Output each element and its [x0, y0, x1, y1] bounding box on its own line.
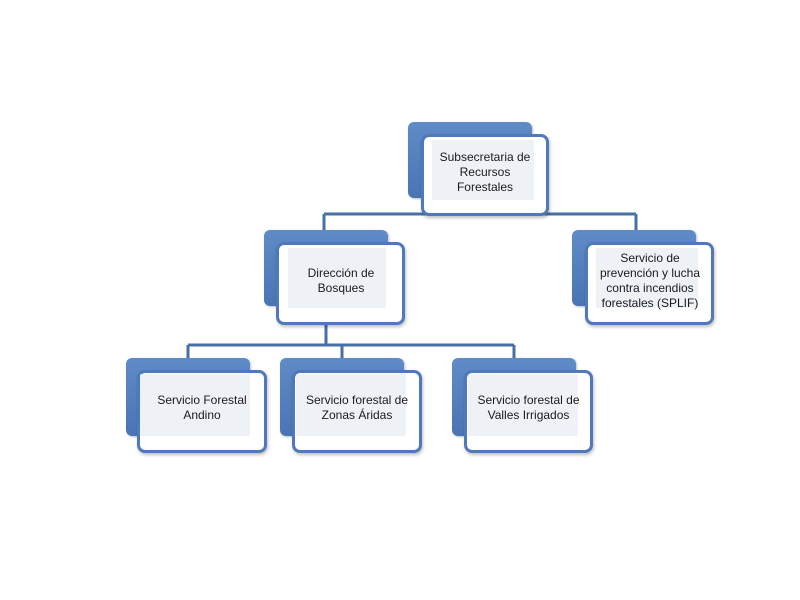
node-label: Servicio forestal de Zonas Áridas [305, 393, 409, 422]
node-text-panel [288, 248, 386, 308]
node-servicio-valles-irrigados[interactable]: Servicio forestal de Valles Irrigados [452, 358, 593, 453]
node-text-panel [296, 374, 406, 436]
node-text-panel [468, 374, 578, 436]
node-splif[interactable]: Servicio de prevención y lucha contra in… [572, 230, 714, 325]
node-label: Servicio forestal de Valles Irrigados [477, 393, 580, 422]
node-servicio-andino[interactable]: Servicio Forestal Andino [126, 358, 267, 453]
node-servicio-zonas-aridas[interactable]: Servicio forestal de Zonas Áridas [280, 358, 422, 453]
node-label: Subsecretaria de Recursos Forestales [439, 149, 531, 194]
node-direccion-bosques[interactable]: Dirección de Bosques [264, 230, 405, 325]
node-label: Dirección de Bosques [307, 266, 375, 295]
node-label: Servicio de prevención y lucha contra in… [599, 251, 701, 310]
node-text-panel [140, 374, 250, 436]
node-text-panel [432, 140, 534, 200]
node-subsecretaria[interactable]: Subsecretaria de Recursos Forestales [408, 122, 549, 216]
node-text-panel [596, 248, 698, 308]
node-label: Servicio Forestal Andino [157, 393, 247, 422]
